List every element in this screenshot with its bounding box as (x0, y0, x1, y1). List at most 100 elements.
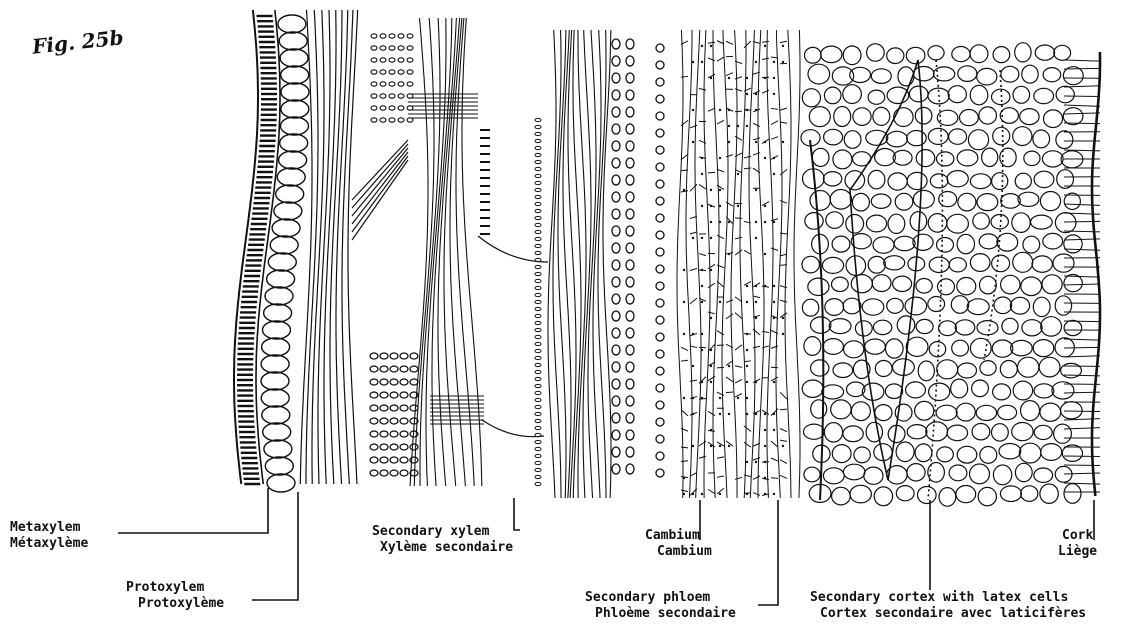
protoxylem-ring (280, 49, 308, 67)
phloem-wall (681, 76, 688, 77)
cortex-cell (916, 279, 932, 294)
cortex-cell (832, 236, 850, 252)
cortex-cell (928, 46, 944, 60)
cortex-cell (867, 44, 885, 61)
cortex-cell (937, 360, 958, 379)
phloem-wall (717, 457, 724, 458)
cortex-cell (928, 297, 945, 312)
label-cork-fr: Liège (1058, 544, 1097, 560)
phloem-dot (764, 477, 766, 479)
phloem-dot (710, 349, 712, 351)
phloem-dot (728, 221, 730, 223)
cortex-cell (1043, 68, 1061, 82)
phloem-wall (735, 313, 742, 319)
cortex-cell (907, 172, 927, 189)
cortex-cell (822, 385, 844, 399)
label-secondary-cortex-fr: Cortex secondaire avec laticifères (810, 606, 1086, 622)
phloem-wall (762, 41, 769, 42)
cortex-cell (1039, 357, 1060, 377)
cortex-cell (906, 382, 926, 398)
cortex-cell (982, 148, 998, 166)
phloem-dot (746, 397, 748, 399)
cork-cell-wall (1064, 375, 1100, 376)
protoxylem-ring (265, 287, 293, 305)
xylem-pit (535, 118, 541, 121)
cork-cell-wall (1064, 456, 1100, 457)
cork-cell-wall (1064, 276, 1100, 277)
phloem-line (677, 30, 683, 498)
cortex-cell (832, 277, 849, 291)
phloem-wall (744, 282, 751, 286)
protoxylem-ring (281, 66, 309, 84)
xylem-pit (407, 58, 413, 62)
phloem-dot (728, 253, 730, 255)
phloem-dot (692, 413, 694, 415)
label-cambium: Cambium Cambium (645, 528, 712, 560)
phloem-dot (701, 173, 703, 175)
xylem-pit (535, 202, 541, 205)
xylem-pit (535, 426, 541, 429)
cortex-cell (1017, 357, 1038, 377)
xylem-pit (535, 454, 541, 457)
protoxylem-ring (281, 117, 309, 135)
phloem-wall (771, 121, 778, 125)
cortex-cell (1012, 423, 1033, 441)
cortex-cell (871, 69, 891, 84)
cortex-cell (897, 316, 915, 334)
cambium-cell (626, 209, 634, 219)
cortex-cell (1041, 317, 1062, 336)
cambium-cell (626, 294, 634, 304)
xylem-pit (400, 366, 408, 372)
phloem-dot (683, 477, 685, 479)
xylem-pit (389, 118, 395, 122)
cambium-cell (626, 107, 634, 117)
cork-cell-wall (1064, 86, 1100, 87)
xylem-pit (535, 356, 541, 359)
xylem-pit (390, 431, 398, 437)
cambium-cell (656, 469, 664, 477)
cortex-cell (829, 319, 851, 334)
cambium-cell (626, 73, 634, 83)
cortex-cell (947, 425, 968, 441)
cortex-cell (802, 89, 820, 107)
phloem-wall (744, 41, 751, 48)
phloem-dot (755, 189, 757, 191)
cortex-cell (955, 320, 975, 335)
phloem-line (713, 30, 719, 498)
xylem-pit (389, 58, 395, 62)
cortex-cell (824, 87, 841, 104)
cortex-cell (909, 86, 928, 102)
cortex-cell (1033, 130, 1050, 148)
phloem-dot (728, 365, 730, 367)
cortex-cell (1022, 65, 1038, 83)
xylem-pit (535, 272, 541, 275)
cambium-cell (612, 243, 620, 253)
xylem-pit (390, 457, 398, 463)
phloem-dot (683, 301, 685, 303)
cortex-cell (804, 337, 821, 356)
cortex-cell (811, 317, 831, 333)
xylem-pit (389, 46, 395, 50)
cortex-cell (808, 64, 830, 84)
cortex-cell (844, 131, 861, 149)
cortex-cell (1010, 297, 1029, 314)
phloem-dot (746, 125, 748, 127)
cortex-cell (894, 108, 913, 127)
cambium-cell (626, 447, 634, 457)
phloem-dot (764, 77, 766, 79)
cambium-cell (656, 214, 664, 222)
cortex-cell (871, 194, 891, 208)
phloem-dot (719, 189, 721, 191)
xylem-pit (535, 279, 541, 282)
phloem-wall (771, 219, 778, 221)
phloem-dot (692, 61, 694, 63)
cortex-cell (970, 45, 988, 63)
phloem-dot (728, 77, 730, 79)
xylem-pit (535, 321, 541, 324)
cortex-cell (938, 279, 955, 295)
protoxylem-ring (278, 15, 306, 33)
phloem-dot (764, 141, 766, 143)
cambium-cell (612, 141, 620, 151)
phloem-wall (762, 331, 769, 332)
cambium-cell (626, 141, 634, 151)
